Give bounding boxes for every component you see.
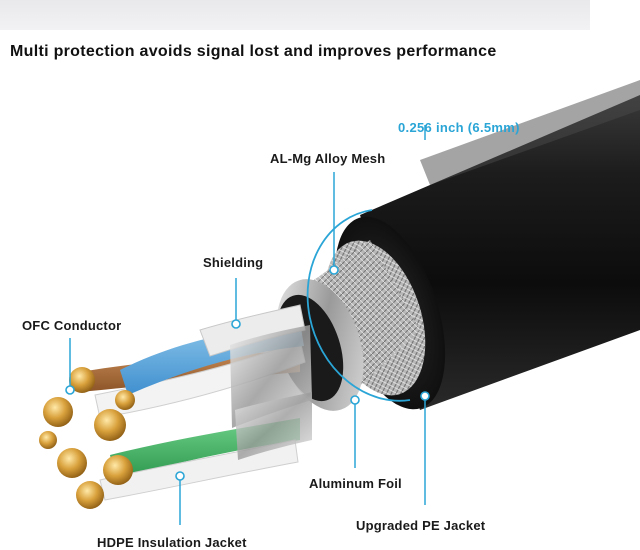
mesh-label: AL-Mg Alloy Mesh <box>270 151 385 166</box>
hdpe-jacket-label: HDPE Insulation Jacket <box>97 535 247 550</box>
shielding-label: Shielding <box>203 255 263 270</box>
foil-label: Aluminum Foil <box>309 476 402 491</box>
conductor-label: OFC Conductor <box>22 318 121 333</box>
pe-jacket-label: Upgraded PE Jacket <box>356 518 485 533</box>
diameter-label: 0.256 inch (6.5mm) <box>398 120 520 135</box>
